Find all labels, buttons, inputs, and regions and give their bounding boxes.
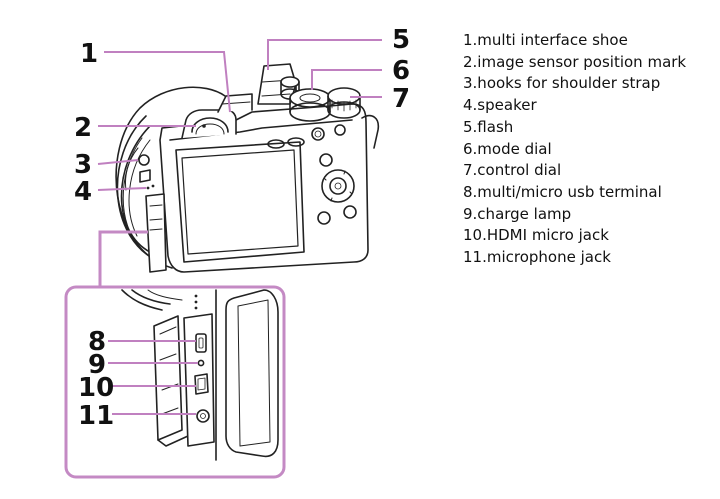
legend-item: 10.HDMI micro jack [463, 226, 609, 245]
callout-3: 3 [74, 150, 92, 180]
leader-6 [311, 69, 382, 90]
legend-item: 9.charge lamp [463, 204, 572, 223]
leader-3 [97, 159, 139, 165]
callout-6: 6 [392, 56, 410, 86]
leader-5 [267, 39, 382, 70]
leader-lines [97, 39, 382, 415]
callout-7: 7 [392, 84, 410, 114]
legend-item: 6.mode dial [463, 139, 552, 158]
terminal-closeup-illustration [121, 289, 279, 461]
parts-legend: 1.multi interface shoe 2.image sensor po… [463, 30, 686, 269]
closeup-connector [98, 230, 148, 287]
callout-11: 11 [78, 401, 114, 431]
callout-numbers: 1 2 3 4 5 6 7 8 9 10 11 [74, 25, 410, 431]
camera-illustration [115, 63, 380, 273]
legend-item: 2.image sensor position mark [463, 52, 687, 71]
callout-5: 5 [392, 25, 410, 55]
callout-2: 2 [74, 113, 92, 143]
callout-4: 4 [74, 177, 92, 207]
callout-8: 8 [88, 327, 106, 357]
legend-item: 4.speaker [463, 96, 537, 115]
legend-item: 11.microphone jack [463, 248, 611, 267]
callout-1: 1 [80, 39, 98, 69]
legend-item: 1.multi interface shoe [463, 31, 628, 49]
legend-item: 5.flash [463, 117, 514, 136]
callout-9: 9 [88, 350, 106, 380]
leader-1 [104, 51, 231, 113]
legend-item: 8.multi/micro usb terminal [463, 182, 662, 201]
legend-item: 7.control dial [463, 161, 562, 180]
leader-4 [97, 187, 147, 191]
callout-10: 10 [78, 373, 114, 403]
legend-item: 3.hooks for shoulder strap [463, 74, 661, 93]
